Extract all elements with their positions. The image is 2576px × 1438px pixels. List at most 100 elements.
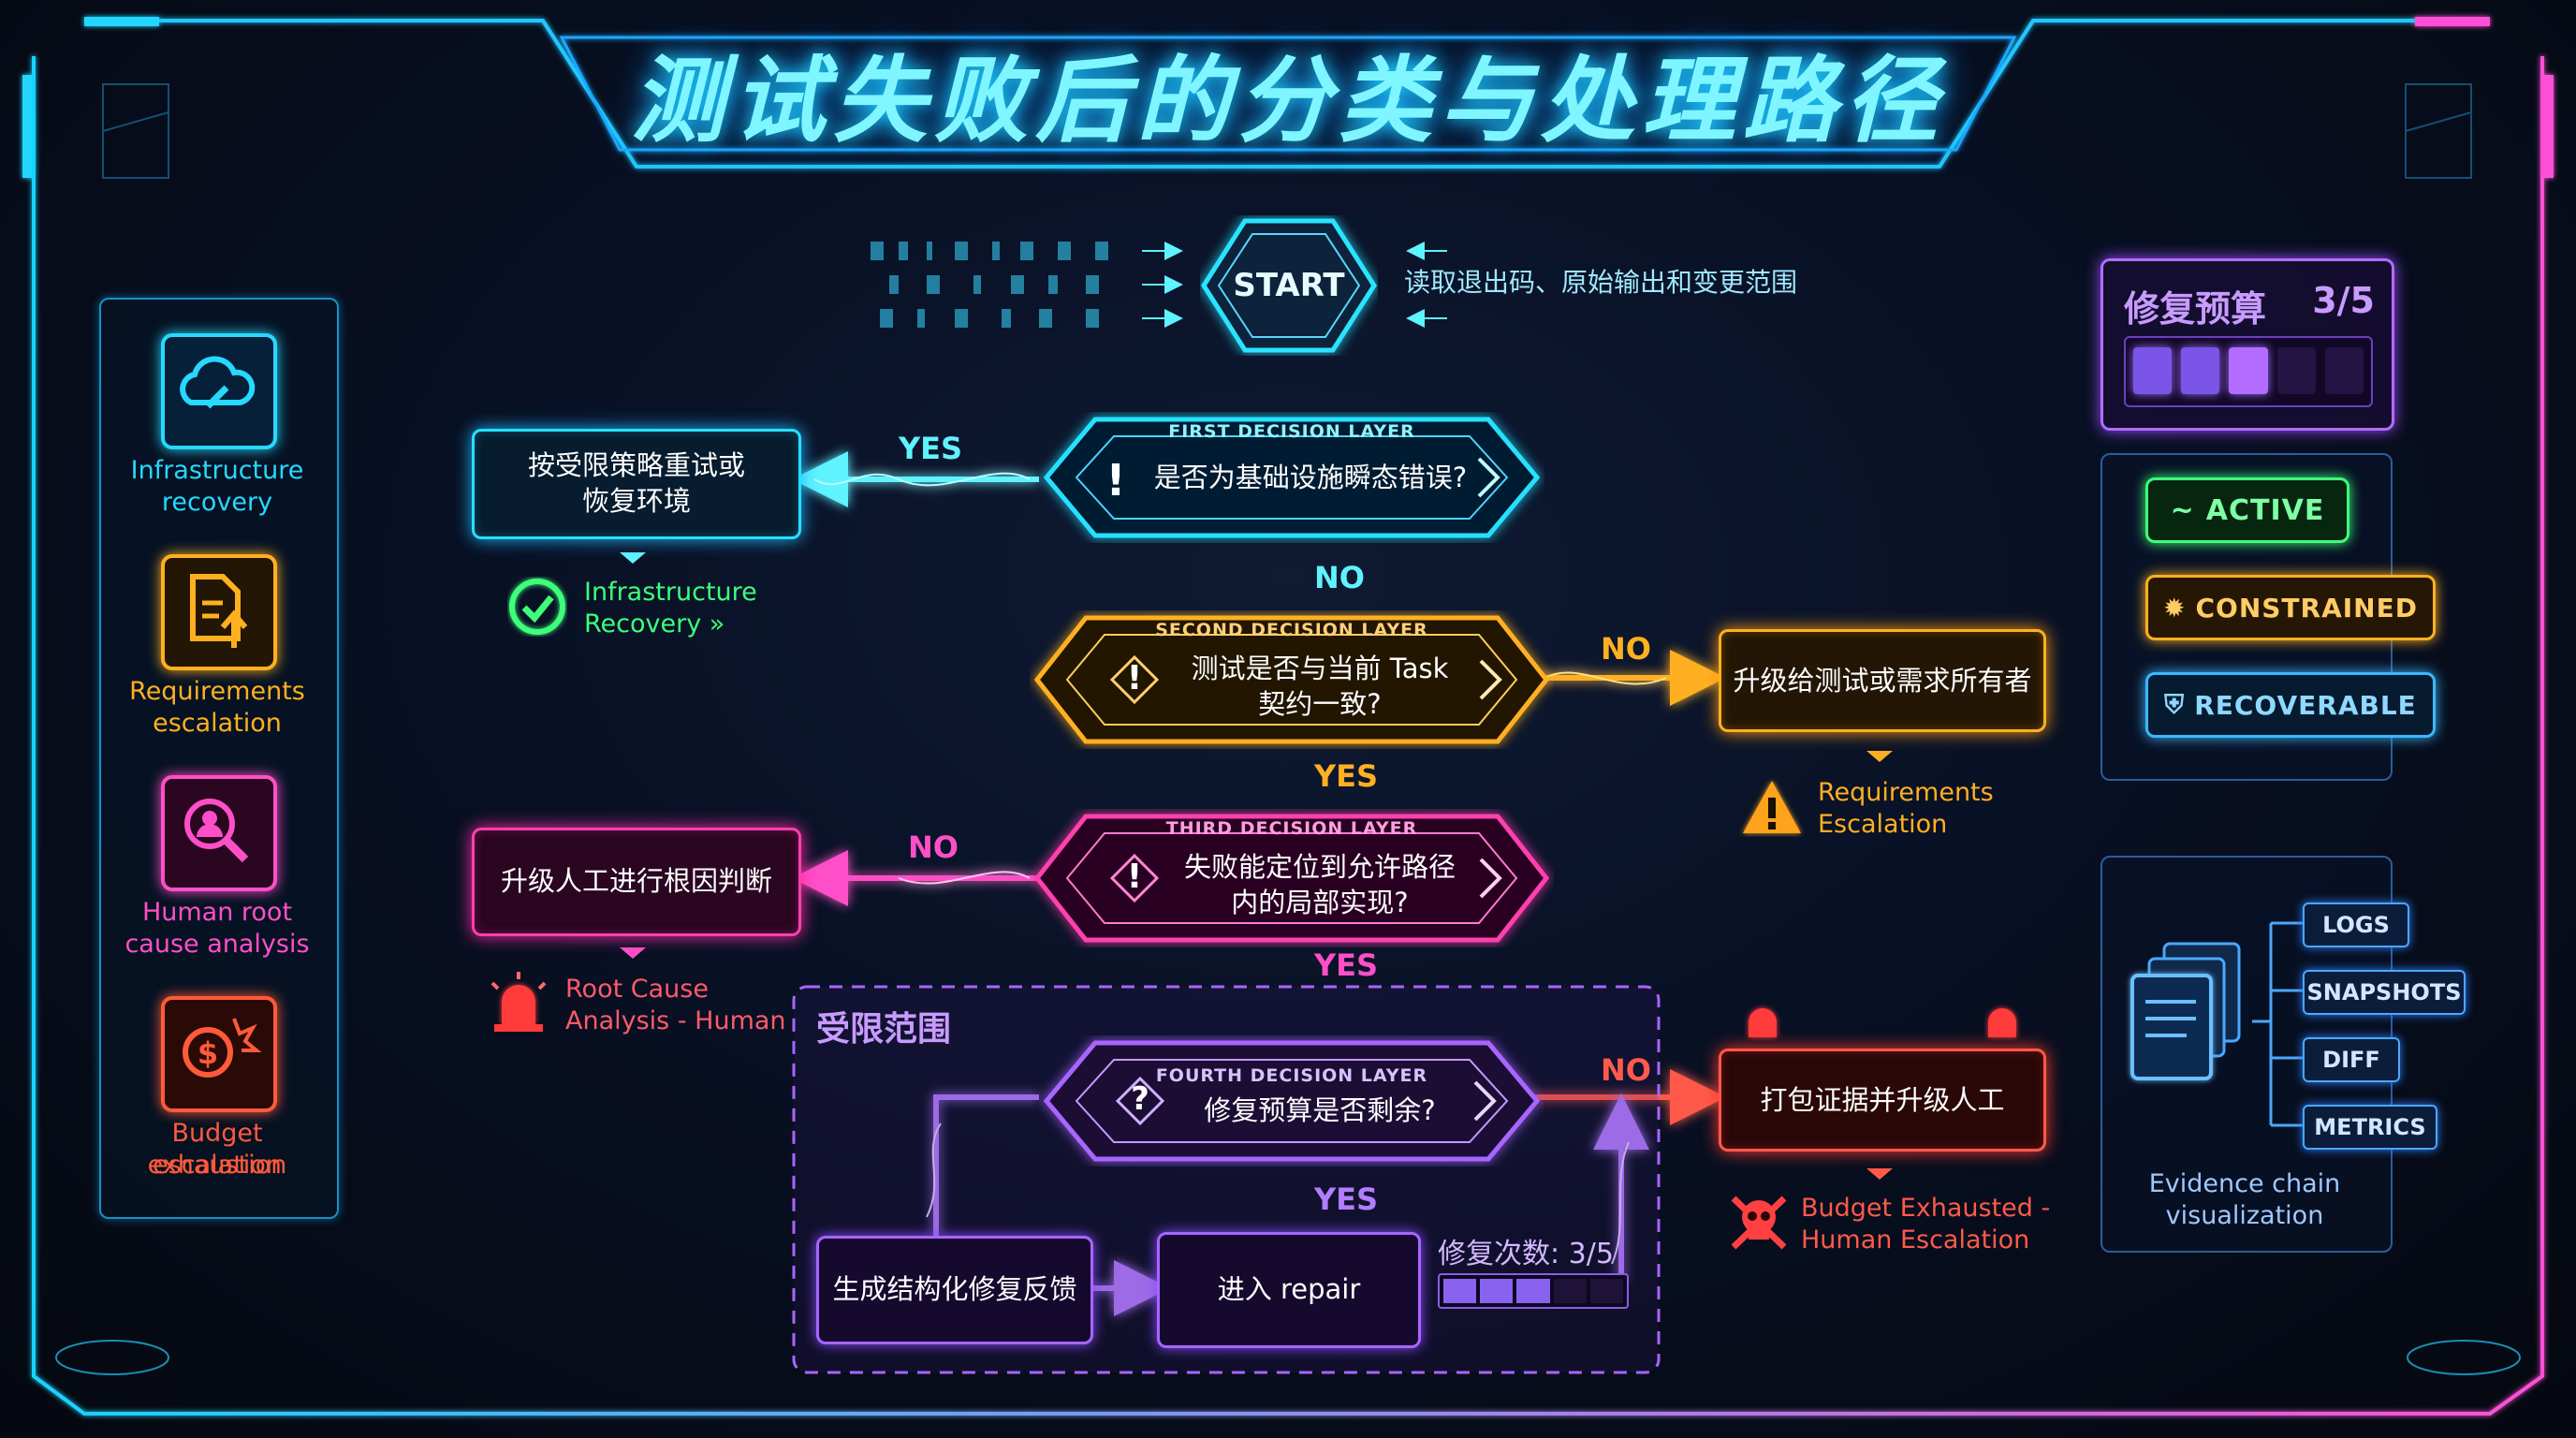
decision-4-question: 修复预算是否剩余? <box>1204 1094 1436 1126</box>
repair-box[interactable]: 进入 repair <box>1157 1232 1421 1348</box>
alarm-light-icon <box>1737 1004 1788 1041</box>
root-box-text: 升级人工进行根因判断 <box>500 865 772 897</box>
budget-caption-line-1: Budget Exhausted - <box>1801 1194 2051 1223</box>
document-upload-icon <box>161 554 277 670</box>
legend-label-line-1: Requirements <box>129 677 305 706</box>
decision-3-layer: THIRD DECISION LAYER <box>1165 818 1418 839</box>
evidence-chip-metrics[interactable]: METRICS <box>2303 1105 2437 1150</box>
legend-item-infrastructure[interactable]: Infrastructure recovery <box>99 333 335 521</box>
heartbeat-icon: ~ <box>2170 493 2195 527</box>
req-box-text: 升级给测试或需求所有者 <box>1733 665 2032 697</box>
repair-budget-panel: 修复预算 3/5 <box>2100 258 2394 431</box>
cloud-wrench-icon <box>161 333 277 449</box>
decision-2[interactable]: SECOND DECISION LAYER ! 测试是否与当前 Task 契约一… <box>1030 610 1554 749</box>
skull-icon <box>1728 1191 1790 1253</box>
status-badge-label: ACTIVE <box>2205 493 2325 527</box>
root-caption-line-2: Analysis - Human <box>565 1006 786 1035</box>
outer-frame <box>22 17 2554 1416</box>
d2-no-label: NO <box>1601 631 1651 667</box>
d1-yes-label: YES <box>899 431 963 466</box>
status-badge-active[interactable]: ~ ACTIVE <box>2145 477 2349 543</box>
infra-box-line-1: 按受限策略重试或 <box>527 449 745 481</box>
repair-segment-empty <box>1553 1279 1587 1303</box>
root-caption-line-1: Root Cause <box>565 975 709 1004</box>
evidence-caption-line-2: visualization <box>2165 1201 2324 1230</box>
decision-3-question-line-2: 内的局部实现? <box>1231 887 1409 918</box>
repair-segment-used <box>1443 1279 1477 1303</box>
requirements-escalation-box[interactable]: 升级给测试或需求所有者 <box>1719 629 2046 732</box>
root-cause-box[interactable]: 升级人工进行根因判断 <box>472 828 801 936</box>
decision-2-question-line-2: 契约一致? <box>1258 688 1382 720</box>
budget-segment-empty <box>2324 347 2364 394</box>
legend-item-human-root-cause[interactable]: Human root cause analysis <box>99 775 335 962</box>
decision-3-shape <box>1033 814 1550 943</box>
svg-text:$: $ <box>198 1035 218 1071</box>
exclamation-diamond-icon: ! <box>1126 858 1143 896</box>
budget-caption-line-2: Human Escalation <box>1801 1225 2030 1255</box>
d4-yes-label: YES <box>1314 1181 1379 1217</box>
legend-label-line-2: recovery <box>161 488 273 517</box>
budget-segment-used <box>2181 347 2220 394</box>
exclamation-diamond-icon: ! <box>1126 659 1143 697</box>
budget-segment-empty <box>2276 347 2316 394</box>
repair-segment-used <box>1516 1279 1550 1303</box>
budget-box-text: 打包证据并升级人工 <box>1760 1084 2005 1116</box>
decision-1-question: 是否为基础设施瞬态错误? <box>1153 462 1468 493</box>
page-title: 测试失败后的分类与处理路径 <box>631 45 1945 155</box>
infra-caption-line-2: Recovery » <box>584 609 725 638</box>
d3-yes-label: YES <box>1314 947 1379 983</box>
start-label: START <box>1233 267 1345 304</box>
infra-caption-line-1: Infrastructure <box>584 578 757 607</box>
evidence-chip-snapshots[interactable]: SNAPSHOTS <box>2303 970 2466 1015</box>
feedback-box[interactable]: 生成结构化修复反馈 <box>816 1236 1093 1344</box>
budget-segment-used <box>2229 347 2268 394</box>
infra-box-line-2: 恢复环境 <box>581 485 691 517</box>
req-caption-line-1: Requirements <box>1818 778 1994 807</box>
decision-2-layer: SECOND DECISION LAYER <box>1155 620 1428 640</box>
decision-3-question-line-1: 失败能定位到允许路径 <box>1183 851 1456 883</box>
repair-segment-used <box>1480 1279 1514 1303</box>
evidence-chip-diff[interactable]: DIFF <box>2303 1037 2400 1082</box>
status-badge-constrained[interactable]: ✹ CONSTRAINED <box>2145 575 2436 640</box>
decision-4[interactable]: FOURTH DECISION LAYER ? 修复预算是否剩余? <box>1039 1035 1544 1167</box>
data-stream-dots <box>871 242 1108 328</box>
alarm-light-icon: ✹ <box>2163 592 2187 624</box>
repair-segment-empty <box>1589 1279 1623 1303</box>
start-note: 读取退出码、原始输出和变更范围 <box>1404 267 1798 298</box>
feedback-box-text: 生成结构化修复反馈 <box>832 1273 1077 1305</box>
shield-check-icon: ⛨ <box>2164 689 2186 720</box>
evidence-connectors <box>2252 921 2308 1127</box>
legend-label-line-2: escalation <box>153 1151 282 1180</box>
legend-label-line-1: Infrastructure <box>130 456 304 485</box>
d4-no-label: NO <box>1601 1052 1651 1088</box>
outcome-pointers <box>620 552 1893 1180</box>
budget-exhausted-box[interactable]: 打包证据并升级人工 <box>1719 1049 2046 1152</box>
status-badge-label: CONSTRAINED <box>2195 592 2418 624</box>
decision-1-layer: FIRST DECISION LAYER <box>1168 421 1415 442</box>
d2-yes-label: YES <box>1314 758 1379 794</box>
legend-label-line-1: Budget exhaustion <box>147 1119 287 1180</box>
documents-stack-icon <box>2121 936 2252 1095</box>
branch-lines <box>792 451 1726 1125</box>
evidence-chip-logs[interactable]: LOGS <box>2303 902 2409 947</box>
legend-item-requirements[interactable]: Requirements escalation <box>99 554 335 741</box>
legend-item-budget-exhaustion[interactable]: $ Budget exhaustion escalation <box>99 996 335 1183</box>
status-badge-recoverable[interactable]: ⛨ RECOVERABLE <box>2145 672 2436 738</box>
exclamation-icon: ! <box>1105 455 1126 506</box>
start-input-arrows <box>1142 242 1447 328</box>
loop-sparks <box>926 1123 1630 1265</box>
check-circle-icon <box>507 577 567 637</box>
decision-3[interactable]: THIRD DECISION LAYER ! 失败能定位到允许路径 内的局部实现… <box>1030 809 1554 947</box>
magnifier-person-icon <box>161 775 277 891</box>
start-hexagon <box>1201 218 1377 353</box>
infra-recovery-box[interactable]: 按受限策略重试或 恢复环境 <box>472 429 801 539</box>
limited-scope-label: 受限范围 <box>816 1010 952 1049</box>
start-node[interactable]: START <box>1200 215 1378 356</box>
money-explosion-icon: $ <box>161 996 277 1112</box>
legend-label-line-2: escalation <box>153 709 282 738</box>
req-caption-line-2: Escalation <box>1818 810 1948 839</box>
warning-triangle-icon <box>1739 777 1805 837</box>
decision-1[interactable]: FIRST DECISION LAYER ! 是否为基础设施瞬态错误? <box>1039 412 1544 543</box>
question-diamond-icon: ? <box>1131 1080 1149 1118</box>
